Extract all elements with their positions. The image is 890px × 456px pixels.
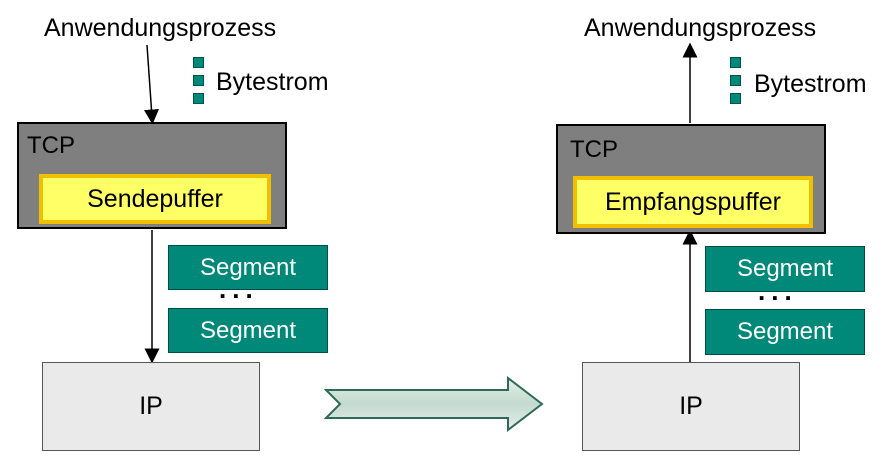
stream-bullet-icon (193, 93, 204, 104)
sender-ip-box: IP (42, 362, 260, 451)
sender-tcp-box: TCP Sendepuffer (17, 122, 287, 229)
receive-buffer: Empfangspuffer (573, 176, 813, 228)
receiver-segment-1: Segment (705, 246, 865, 292)
sender-segment-1: Segment (168, 245, 328, 290)
sender-process-label: Anwendungsprozess (44, 14, 277, 42)
sender-ellipsis: ... (219, 274, 259, 304)
sender-tcp-label: TCP (27, 132, 75, 159)
sender-process-arrow (143, 44, 159, 125)
receiver-segment-2: Segment (705, 309, 865, 355)
receiver-tcp-box: TCP Empfangspuffer (556, 124, 826, 234)
receiver-stream-label: Bytestrom (754, 70, 867, 98)
receiver-ip-box: IP (582, 362, 800, 451)
stream-bullet-icon (730, 75, 741, 86)
send-buffer: Sendepuffer (39, 174, 271, 224)
receiver-tcp-label: TCP (570, 136, 618, 163)
stream-bullet-icon (193, 75, 204, 86)
stream-bullet-icon (193, 57, 204, 68)
receiver-process-label: Anwendungsprozess (584, 14, 817, 42)
transfer-arrow (323, 375, 544, 433)
receiver-ellipsis: ... (758, 276, 798, 306)
stream-bullet-icon (730, 57, 741, 68)
sender-segment-2: Segment (168, 308, 328, 353)
sender-stream-label: Bytestrom (216, 68, 329, 96)
stream-bullet-icon (730, 93, 741, 104)
